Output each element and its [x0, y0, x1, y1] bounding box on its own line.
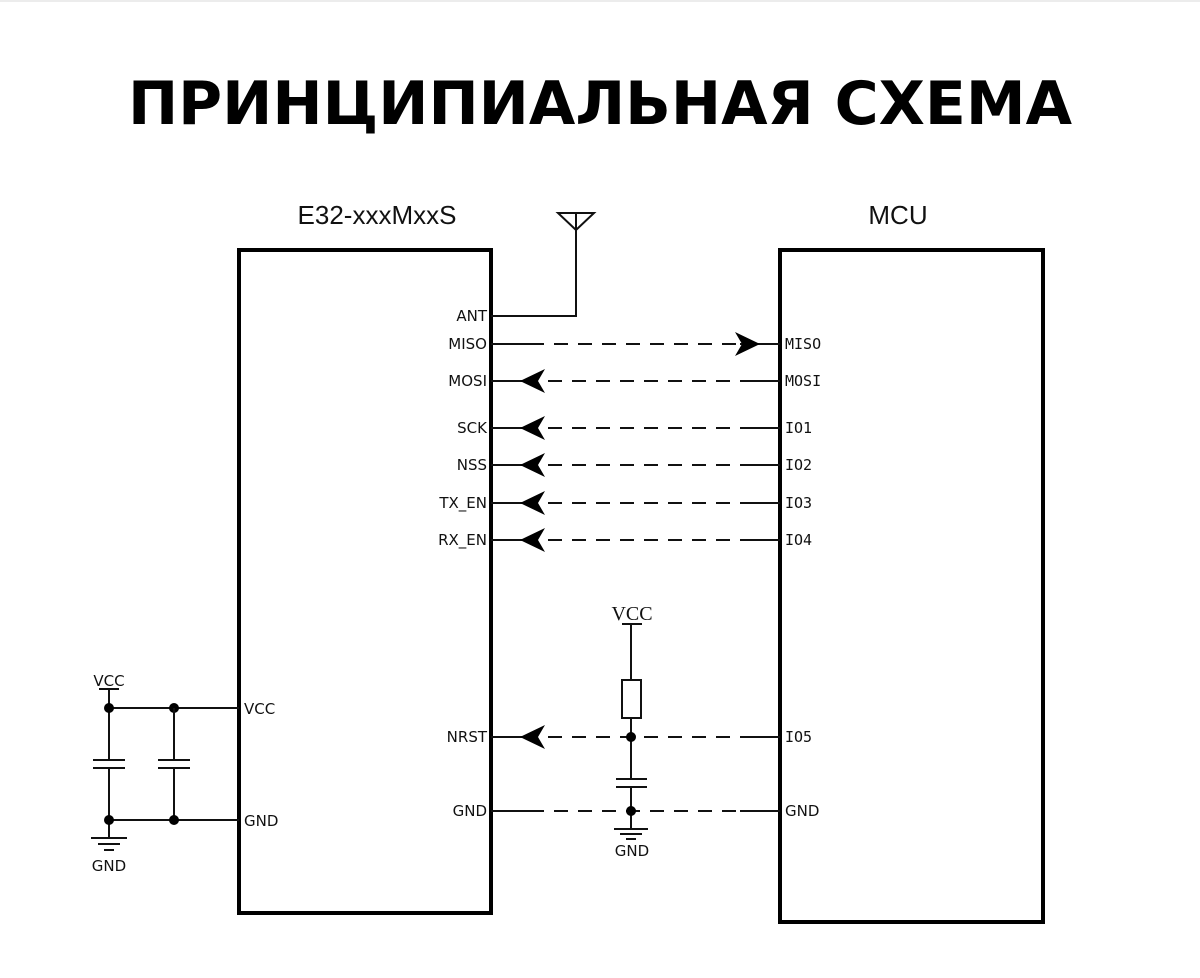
arrow-left-icon — [520, 725, 545, 749]
pin-nss: NSS — [457, 456, 487, 474]
mcu-pin-io5: IO5 — [785, 728, 812, 746]
reset-rc-network: VCC GND — [611, 603, 652, 860]
junction-dot — [626, 732, 636, 742]
arrow-left-icon — [520, 453, 545, 477]
signal-nss — [491, 453, 780, 477]
mcu-pin-io3: IO3 — [785, 494, 812, 512]
arrow-left-icon — [520, 528, 545, 552]
mcu-pin-mosi: MOSI — [785, 372, 821, 390]
pin-gnd: GND — [453, 802, 487, 820]
mcu-pin-gnd: GND — [785, 802, 819, 820]
page-title: ПРИНЦИПИАЛЬНАЯ СХЕМА — [128, 69, 1073, 139]
capacitor-icon — [616, 778, 647, 788]
capacitor-icon — [93, 759, 125, 769]
pin-sck: SCK — [457, 419, 488, 437]
resistor-icon — [621, 679, 642, 719]
mcu-pin-io2: IO2 — [785, 456, 812, 474]
arrow-left-icon — [520, 416, 545, 440]
pin-rx-en: RX_EN — [438, 531, 487, 550]
signal-sck — [491, 416, 780, 440]
mcu-pin-miso: MISO — [785, 335, 821, 353]
antenna-icon — [491, 212, 597, 317]
mcu-block — [778, 248, 1045, 924]
ground-icon — [91, 837, 127, 851]
arrow-left-icon — [520, 369, 545, 393]
arrow-left-icon — [520, 491, 545, 515]
signal-nrst — [491, 725, 780, 749]
left-gnd-label: GND — [92, 857, 126, 875]
pin-miso: MISO — [448, 335, 487, 353]
mcu-pin-io1: IO1 — [785, 419, 812, 437]
junction-dot — [104, 703, 114, 713]
junction-dot — [626, 806, 636, 816]
signal-tx-en — [491, 491, 780, 515]
reset-gnd-label: GND — [615, 842, 649, 860]
pin-gnd-left: GND — [244, 812, 278, 830]
pin-vcc: VCC — [244, 700, 275, 718]
left-vcc-label: VCC — [93, 672, 124, 690]
module-label: E32-xxxMxxS — [298, 200, 457, 230]
signal-mosi — [491, 369, 780, 393]
mcu-label: MCU — [868, 200, 927, 230]
reset-vcc-label: VCC — [611, 603, 652, 625]
mcu-pin-io4: IO4 — [785, 531, 812, 549]
decoupling-network: VCC GND — [91, 672, 239, 875]
signal-rx-en — [491, 528, 780, 552]
junction-dot — [169, 815, 179, 825]
arrow-right-icon — [735, 332, 760, 356]
module-block — [237, 248, 493, 915]
pin-nrst: NRST — [447, 728, 488, 746]
pin-ant: ANT — [456, 307, 487, 325]
signal-miso — [491, 332, 780, 356]
pin-tx-en: TX_EN — [438, 494, 487, 513]
capacitor-icon — [158, 759, 190, 769]
ground-icon — [614, 828, 648, 840]
junction-dot — [104, 815, 114, 825]
top-border-strip — [0, 0, 1200, 2]
pin-mosi: MOSI — [448, 372, 487, 390]
